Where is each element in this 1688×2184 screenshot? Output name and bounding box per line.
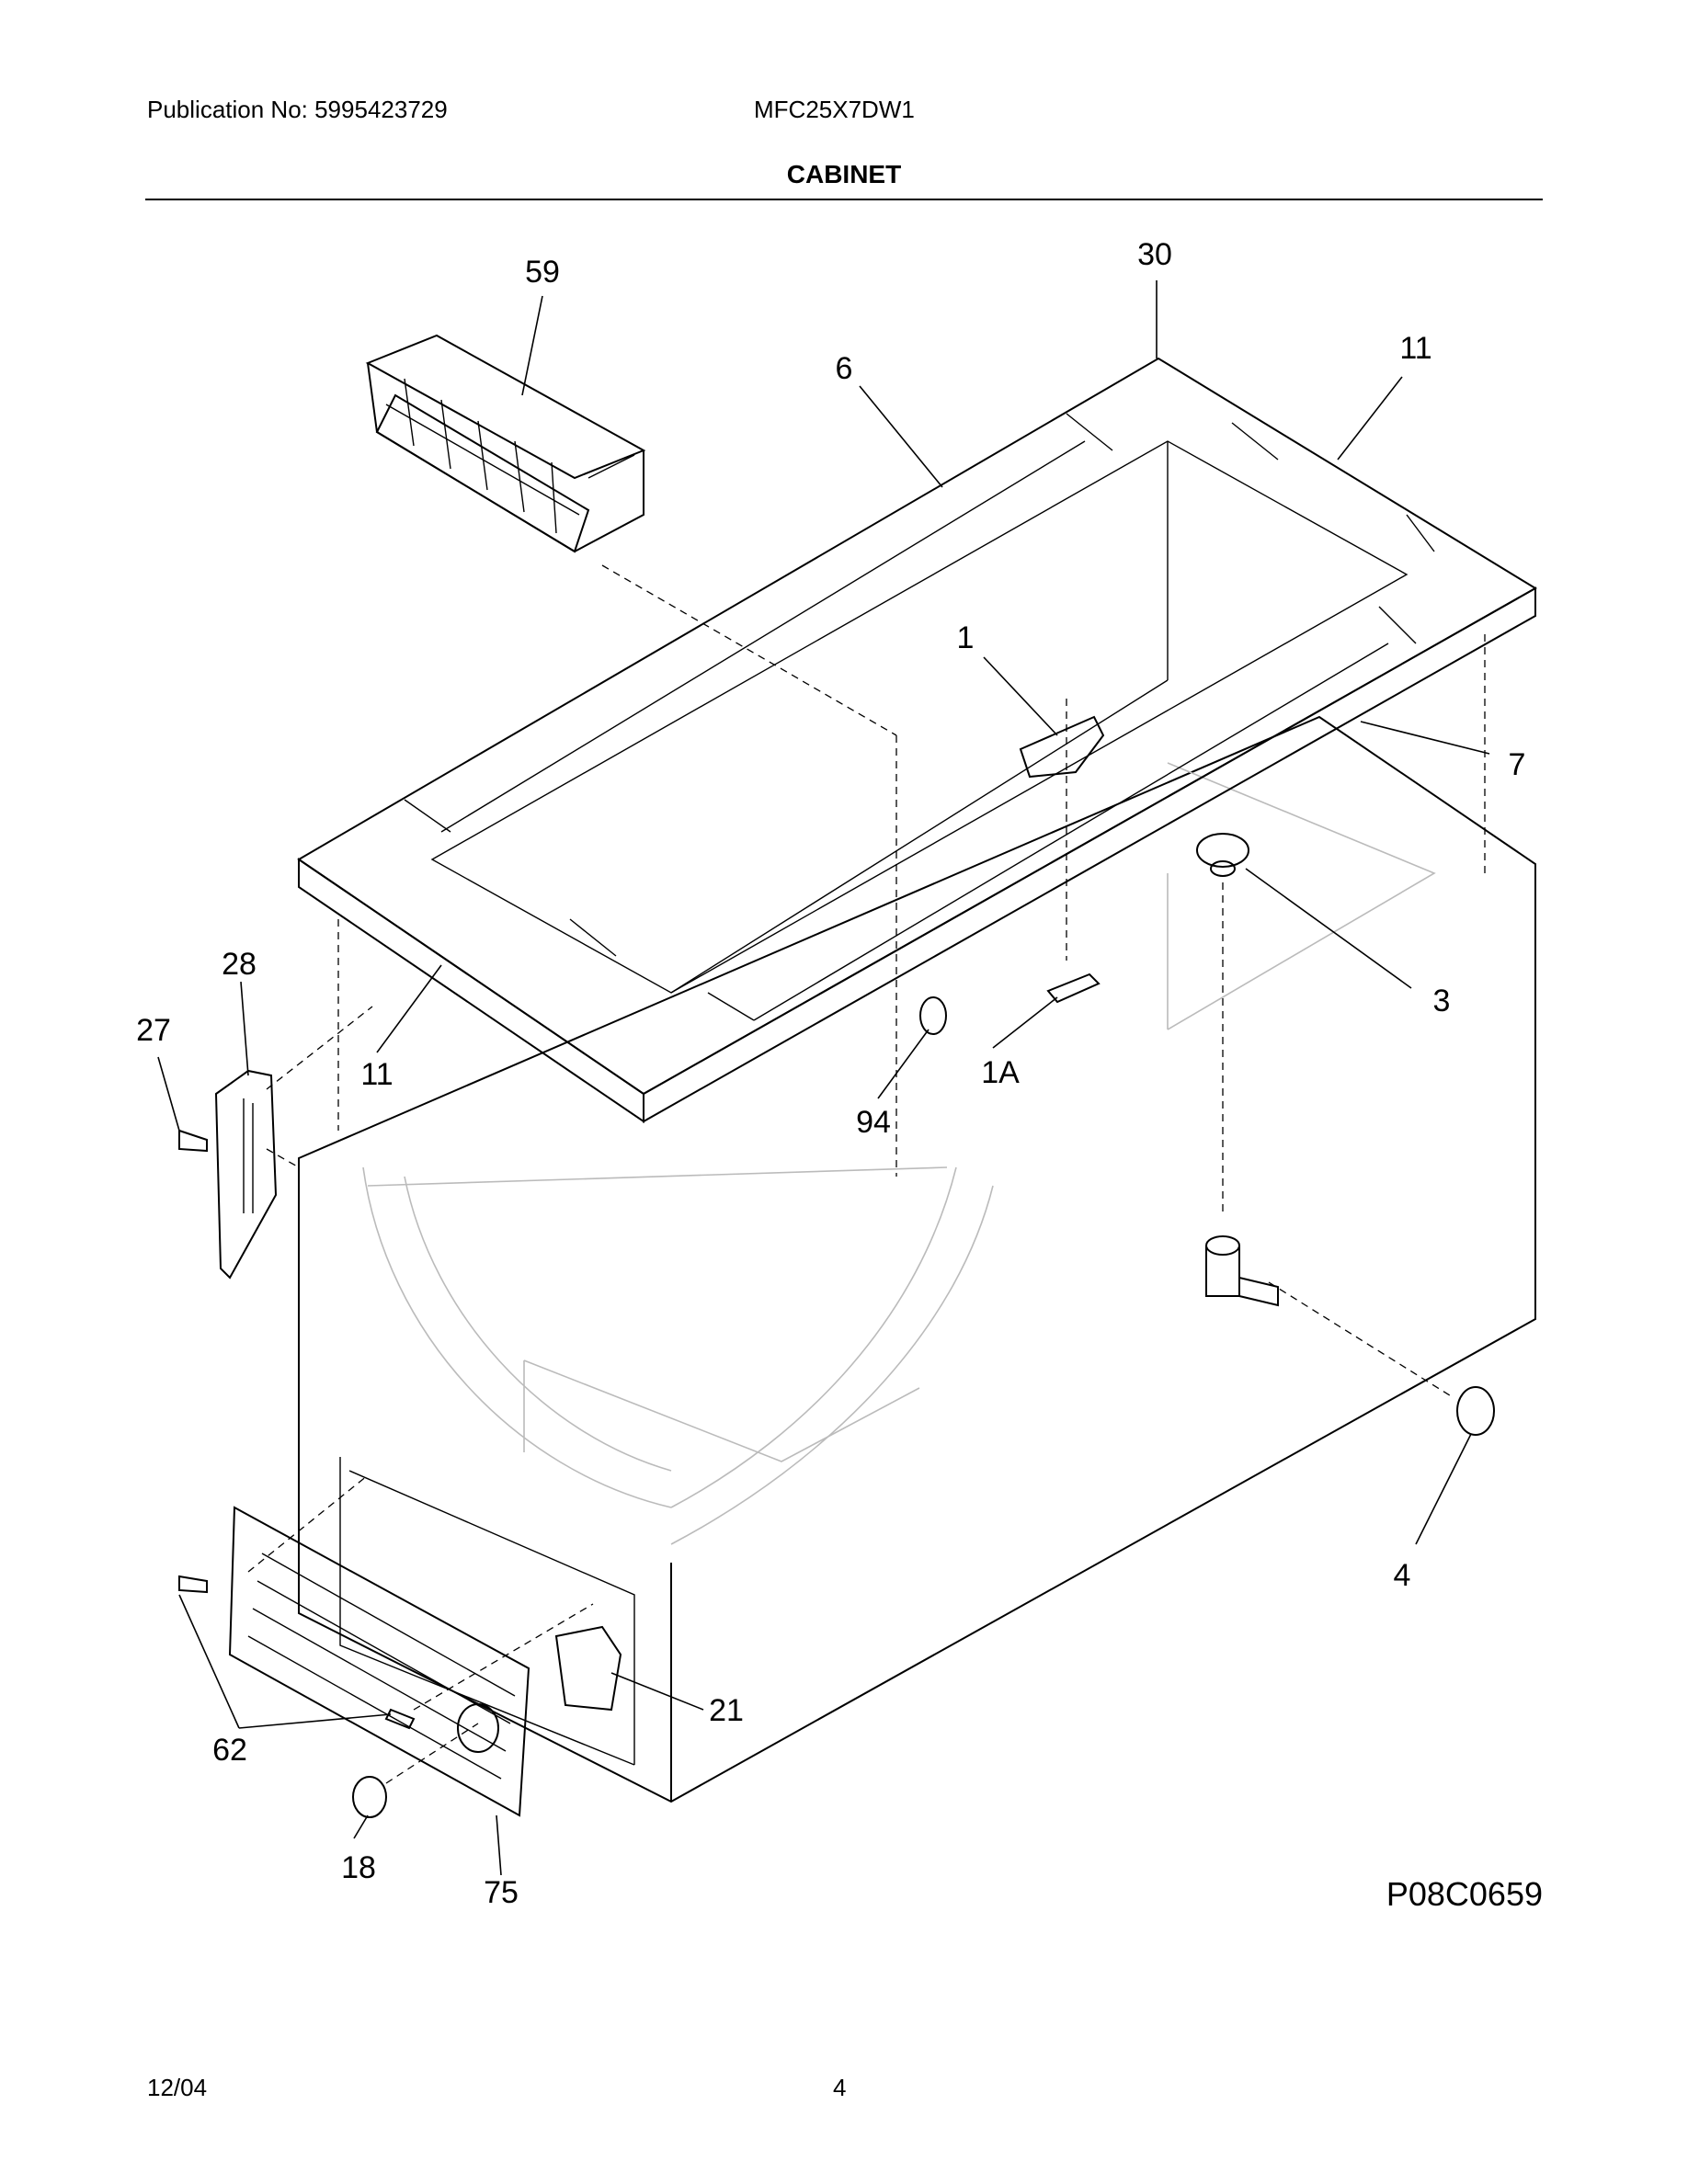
thermostat-part-21 [554,1625,622,1712]
callout-62: 62 [212,1733,247,1768]
knob-part-18 [352,1776,387,1818]
callout-21: 21 [709,1693,744,1728]
callout-11-top: 11 [1399,331,1431,366]
callout-59: 59 [525,255,560,290]
model-number: MFC25X7DW1 [754,96,915,123]
lid-latch-part-1 [1019,715,1105,779]
callout-75: 75 [484,1875,519,1910]
figure-id: P08C0659 [1386,1875,1543,1913]
page-number: 4 [833,2074,847,2101]
leader-lines [157,280,1490,1876]
grille-part-75 [228,1506,530,1817]
callout-30: 30 [1137,237,1172,272]
publication-number: Publication No: 5995423729 [147,96,448,123]
alignment-lines [247,564,1486,1784]
callout-3: 3 [1433,984,1451,1018]
callout-28: 28 [222,947,257,982]
callout-18: 18 [341,1850,376,1885]
callout-7: 7 [1509,747,1526,782]
hinge-part-28 [214,1069,278,1280]
plug-part-3 [1196,833,1249,877]
callout-6: 6 [836,351,853,386]
callout-1a: 1A [981,1055,1020,1090]
header-rule [145,199,1543,200]
plug-part-94 [919,996,947,1035]
callout-94: 94 [856,1105,891,1140]
section-title: CABINET [786,160,902,188]
footer-date: 12/04 [147,2074,208,2101]
callout-11-bottom: 11 [360,1057,393,1092]
storage-basket [365,334,646,553]
cabinet-body [298,715,1536,1803]
screw-part-27 [178,1129,208,1153]
clip-part-1a [1046,973,1101,1004]
callout-1: 1 [957,620,975,655]
callout-27: 27 [136,1013,171,1048]
drain-fitting [1205,1235,1279,1307]
screw-part-62 [178,1575,416,1730]
callout-4: 4 [1394,1558,1411,1593]
breaker-frame [297,357,1537,1123]
drain-cap-part-4 [1456,1386,1495,1436]
